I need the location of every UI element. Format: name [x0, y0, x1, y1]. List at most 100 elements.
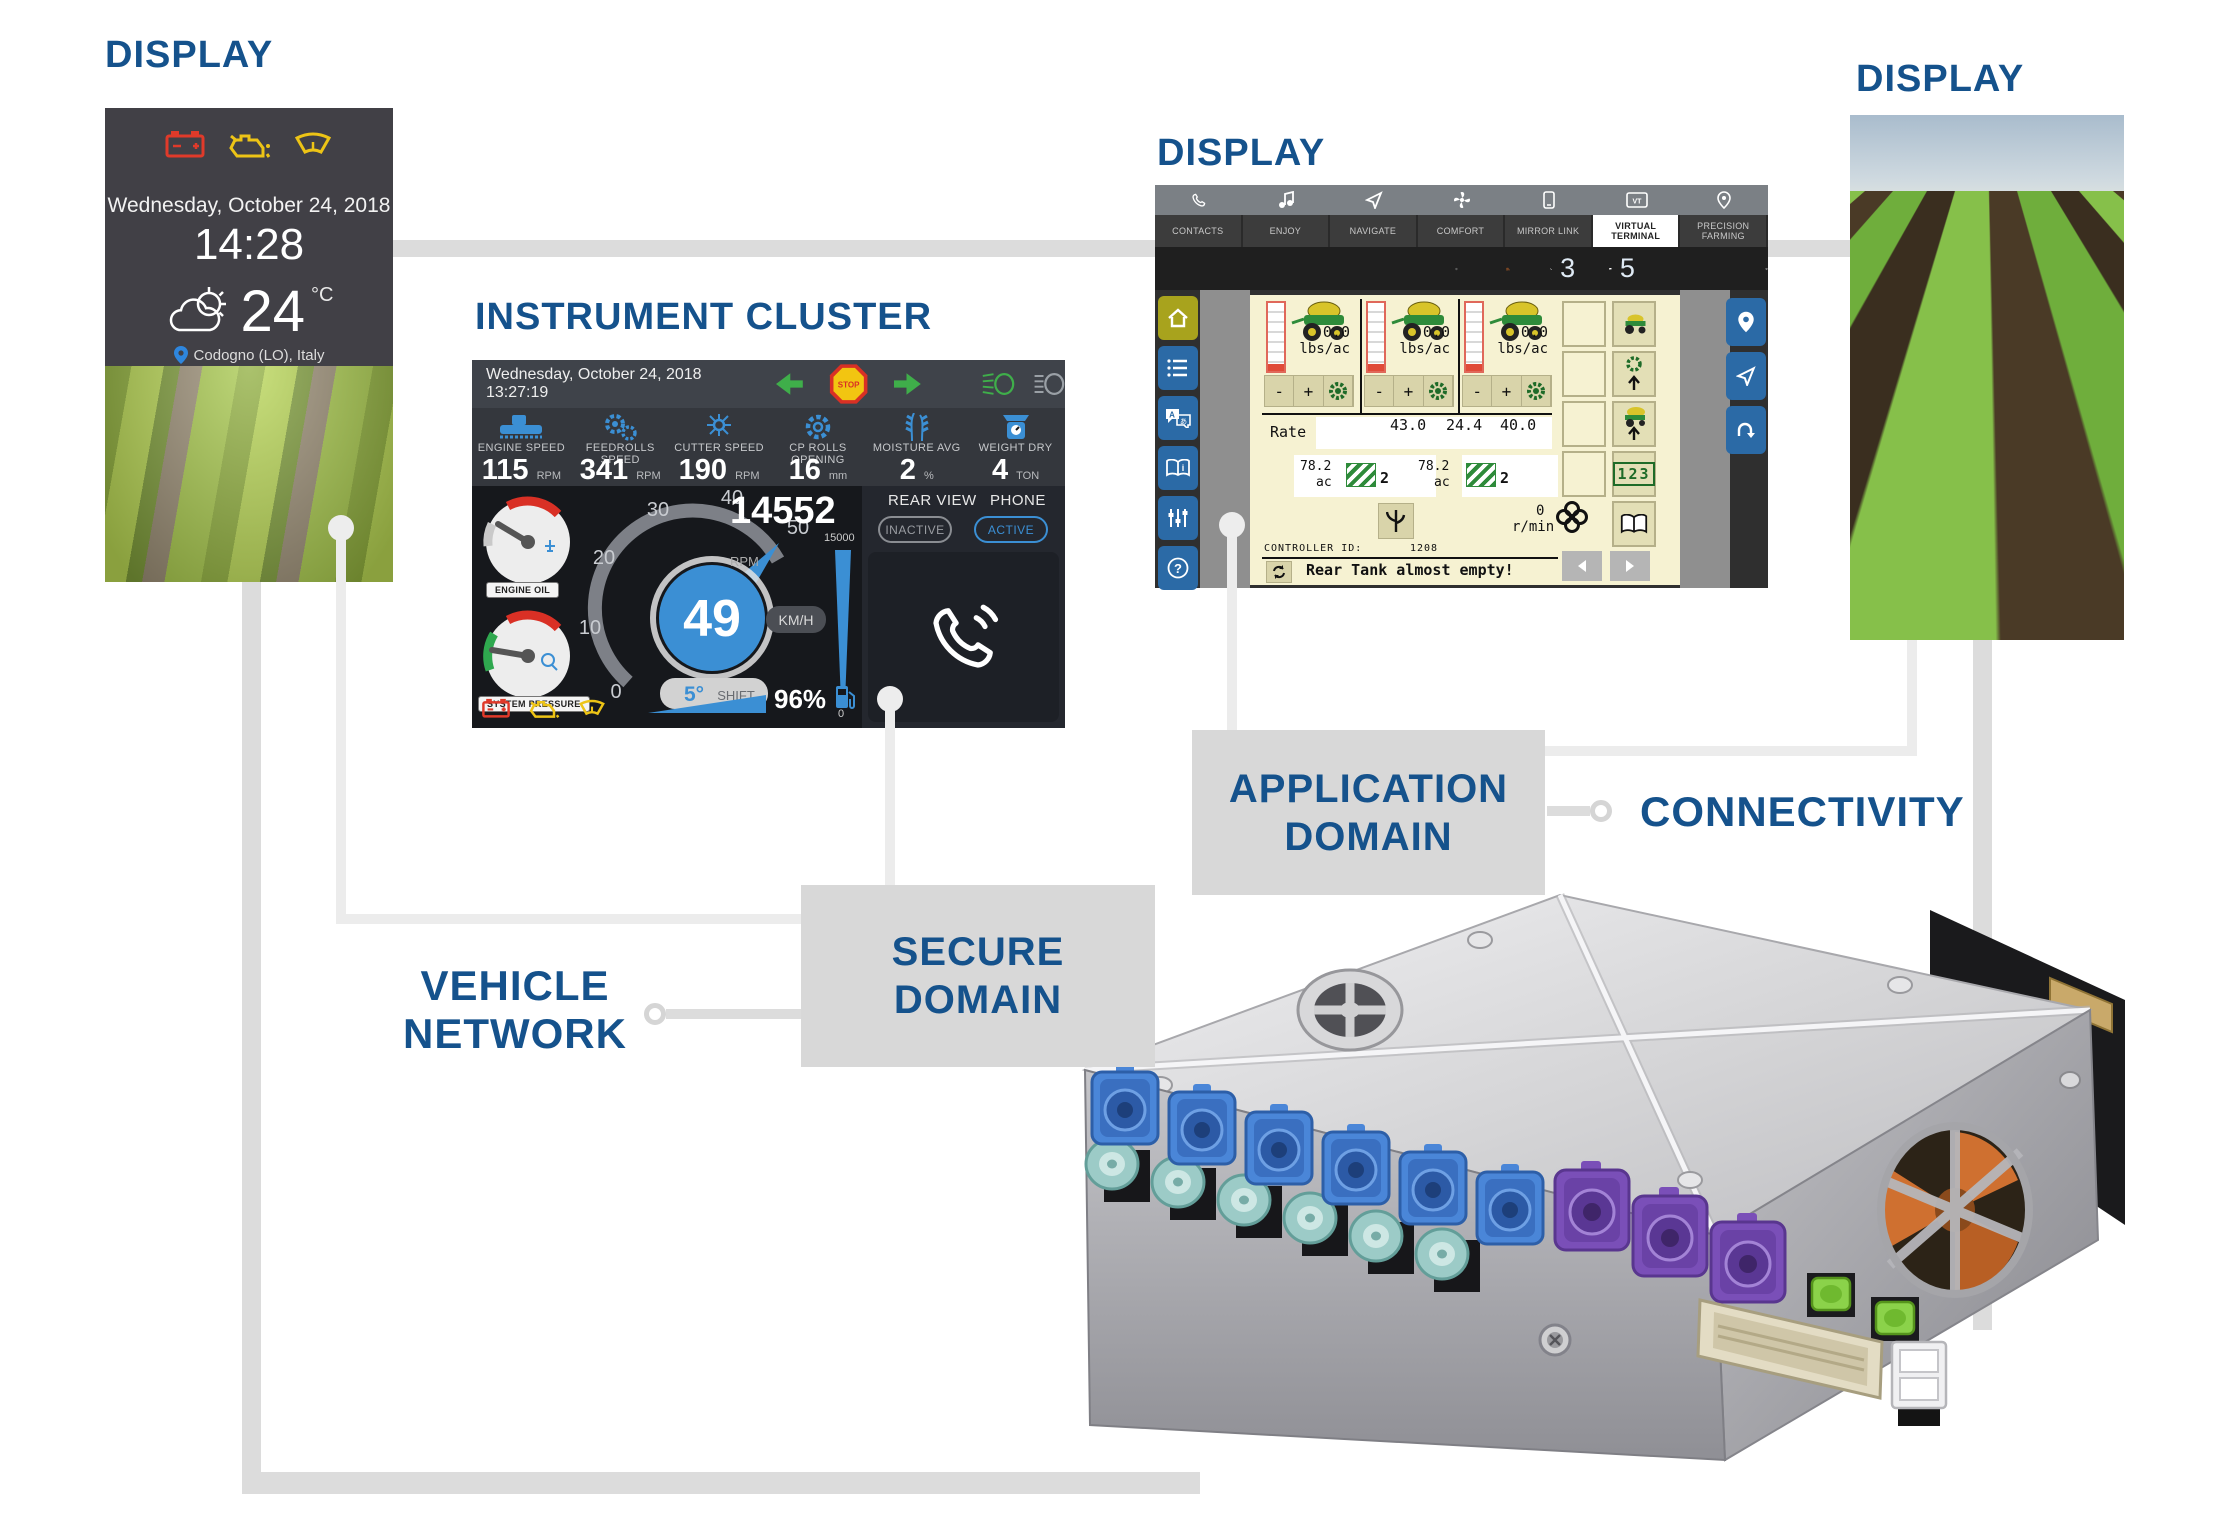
tick-0: 0	[610, 681, 621, 703]
music-note-icon	[1279, 191, 1295, 208]
display-left-infoarea: Wednesday, October 24, 2018 14:28 24 °C …	[105, 108, 393, 366]
horizon	[1850, 191, 2124, 217]
connectivity-label: CONNECTIVITY	[1640, 788, 1965, 835]
front-screw	[1538, 1323, 1572, 1357]
branch-icon	[1386, 510, 1406, 532]
fuel-value: 96%	[774, 684, 827, 714]
wire-vt-to-application	[1227, 525, 1237, 737]
display-center-title: DISPLAY	[1157, 132, 1326, 174]
tab-contacts[interactable]: CONTACTS	[1155, 215, 1243, 247]
headlight-on-icon	[982, 373, 1015, 395]
planter3-controls[interactable]: -+	[1462, 375, 1552, 407]
vt-settings-button[interactable]	[1158, 496, 1198, 540]
purple-connectors	[1553, 1161, 1787, 1304]
wheel-button[interactable]	[1323, 376, 1353, 406]
sliders-icon	[1168, 509, 1188, 527]
wire-application-to-connectivity	[1547, 806, 1590, 816]
system-pressure-gauge	[483, 610, 570, 698]
wheel-up-cell[interactable]	[1612, 351, 1656, 397]
coverage2-unit: ac	[1434, 475, 1450, 490]
tab-virtual-terminal[interactable]: VIRTUAL TERMINAL	[1592, 215, 1681, 247]
planter1-controls[interactable]: - +	[1264, 375, 1354, 407]
planter1-value: 0.0	[1322, 323, 1350, 341]
oil-warning-icon	[529, 701, 560, 718]
vt-terminal-panel: 0.0 lbs/ac - + 0.0 lbs/ac	[1250, 295, 1680, 585]
tick-10: 10	[579, 617, 601, 639]
vt-language-button[interactable]: A あ	[1158, 396, 1198, 440]
tab-precision-farming[interactable]: PRECISION FARMING	[1680, 215, 1769, 247]
display-center-screen: VT CONTACTS ENJOY NAVIGATE COMFORT MIRRO…	[1155, 185, 1769, 590]
vt-guidance-button[interactable]	[1726, 352, 1766, 400]
wire-loop-left-vertical	[242, 575, 261, 1494]
rate-value-2: 24.4	[1446, 416, 1483, 434]
help-icon: ?	[1167, 557, 1189, 579]
harvester-icon	[500, 415, 543, 439]
coverage2-hatch-icon	[1466, 463, 1496, 487]
cutter-icon	[707, 414, 732, 436]
phone-active-button[interactable]: ACTIVE	[974, 516, 1048, 543]
rate-label: Rate	[1270, 423, 1307, 441]
display-left-location: Codogno (LO), Italy	[193, 346, 325, 364]
row-digits-cell[interactable]: 123	[1612, 451, 1656, 497]
fan-icon	[1556, 501, 1588, 533]
coverage1-hatch-icon	[1346, 463, 1376, 487]
wiper-warning-icon	[294, 132, 332, 154]
tab-enjoy[interactable]: ENJOY	[1243, 215, 1331, 247]
plus-button[interactable]: +	[1294, 376, 1324, 406]
virtual-terminal-icon: VT	[1625, 192, 1648, 208]
wheat-icon	[905, 412, 929, 442]
page-next-button[interactable]	[1610, 551, 1650, 581]
book-cell[interactable]	[1612, 501, 1656, 547]
display-left-title: DISPLAY	[105, 34, 274, 76]
planter3-value: 0.0	[1520, 323, 1548, 341]
settings-gear-icon[interactable]	[1455, 256, 1458, 282]
refresh-button[interactable]	[1266, 561, 1292, 583]
tab-navigate[interactable]: NAVIGATE	[1330, 215, 1418, 247]
tab-comfort[interactable]: COMFORT	[1418, 215, 1506, 247]
planter2-controls[interactable]: -+	[1364, 375, 1454, 407]
svg-text:あ: あ	[1180, 418, 1187, 426]
svg-text:?: ?	[1174, 561, 1182, 576]
ic-datetime: Wednesday, October 24, 2018 13:27:19	[486, 366, 702, 401]
row-marker-button[interactable]	[1378, 503, 1414, 539]
uturn-icon	[1737, 422, 1755, 438]
planter2-unit: lbs/ac	[1399, 341, 1450, 357]
rear-view-inactive-button[interactable]: INACTIVE	[878, 516, 952, 543]
display-left-screen: Wednesday, October 24, 2018 14:28 24 °C …	[105, 108, 393, 582]
battery-warning-icon	[482, 698, 510, 718]
rpm-bar-max: 15000	[824, 532, 855, 544]
tractor-icon	[1505, 267, 1510, 271]
phone-label: PHONE	[990, 492, 1046, 509]
head-unit-hardware	[1081, 893, 2125, 1462]
fan-value: 0	[1536, 503, 1545, 519]
svg-text:A: A	[1169, 411, 1175, 420]
display-left-temperature-unit: °C	[311, 284, 334, 306]
calls-icon[interactable]	[1550, 257, 1552, 281]
seeder-up-cell[interactable]	[1612, 401, 1656, 447]
messages-icon[interactable]	[1609, 257, 1612, 281]
list-icon	[1167, 359, 1187, 377]
mirror-link-icon	[1543, 191, 1555, 209]
tab-mirror-link[interactable]: MIRROR LINK	[1505, 215, 1593, 247]
refresh-icon	[1273, 565, 1285, 579]
mini-seeder-cell[interactable]	[1612, 301, 1656, 347]
vt-help-button[interactable]: ?	[1158, 546, 1198, 590]
vt-connector-dot	[1219, 512, 1245, 538]
page-prev-button[interactable]	[1562, 551, 1602, 581]
display-right-screen	[1850, 115, 2124, 640]
vt-map-pin-button[interactable]	[1726, 298, 1766, 346]
cluster-connector-dot	[877, 686, 903, 712]
minus-button[interactable]: -	[1265, 376, 1295, 406]
engine-oil-label: ENGINE OIL	[486, 582, 560, 598]
metric-engine-speed: ENGINE SPEED 115 RPM	[472, 408, 571, 486]
vt-uturn-button[interactable]	[1726, 406, 1766, 454]
vt-list-button[interactable]	[1158, 346, 1198, 390]
fan-unit: r/min	[1512, 519, 1555, 535]
wiper-warning-icon	[579, 699, 605, 716]
home-icon	[1168, 308, 1188, 328]
arrow-left-icon	[776, 373, 803, 395]
vt-home-button[interactable]	[1158, 296, 1198, 340]
vt-manual-button[interactable]: i	[1158, 446, 1198, 490]
